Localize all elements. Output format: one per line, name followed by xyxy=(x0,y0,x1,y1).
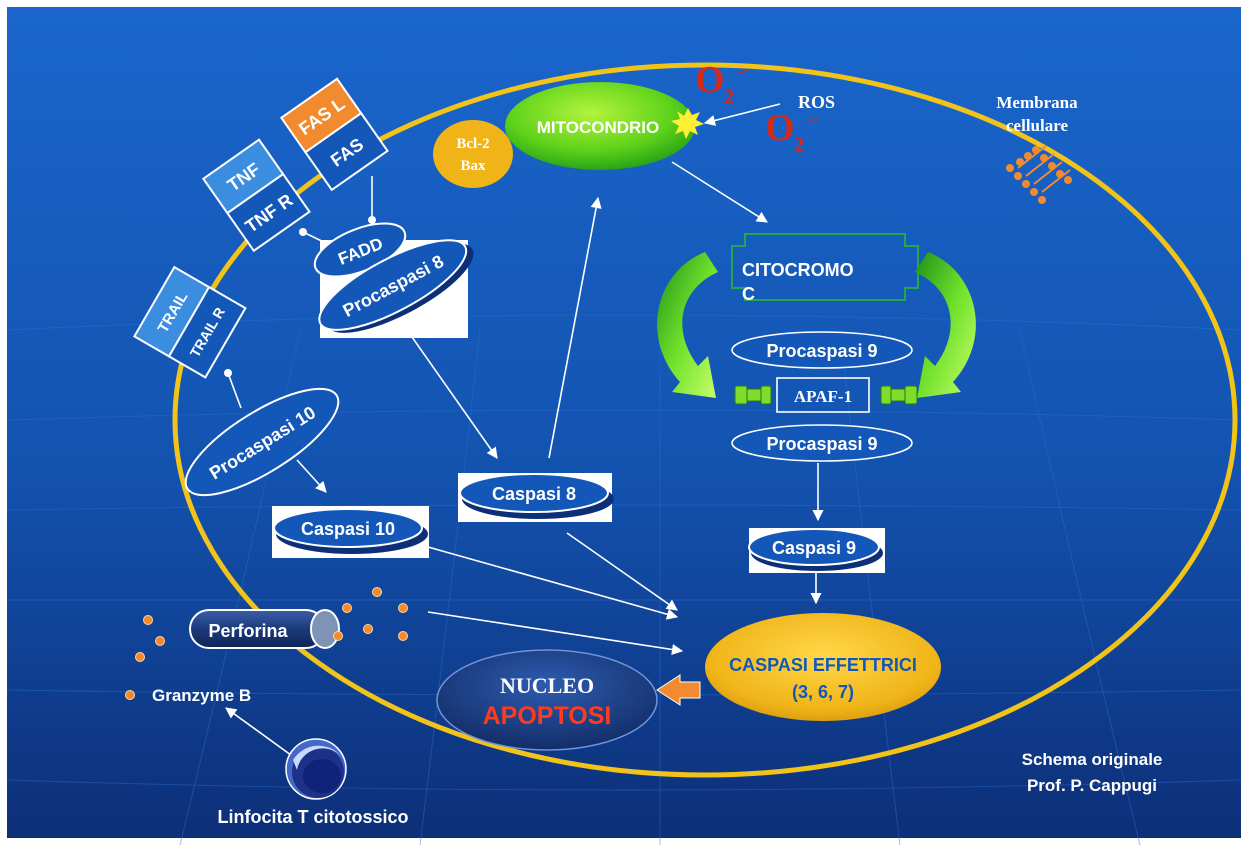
procaspasi-8-oval: Procaspasi 8 xyxy=(318,239,474,333)
effector-label-line2: (3, 6, 7) xyxy=(792,682,854,702)
arrow-ros-to-mito xyxy=(703,103,781,126)
caspasi-8-node: Caspasi 8 xyxy=(458,473,614,522)
effector-to-nucleus-arrow xyxy=(656,674,701,706)
perforin-label: Perforina xyxy=(208,621,288,641)
procaspasi-9-bottom-label: Procaspasi 9 xyxy=(766,434,877,454)
ros-label: ROS xyxy=(798,92,835,112)
bax-label: Bax xyxy=(460,158,486,174)
o2-bottom-symbol: O xyxy=(765,107,795,149)
superoxide-top: O 2 -· xyxy=(695,59,749,108)
arrow-caspasi10-to-effector xyxy=(427,546,679,620)
fas-receptor-group: FAS L FAS xyxy=(279,77,389,192)
fas-receptor-box xyxy=(304,111,389,192)
nucleus-label: NUCLEO xyxy=(500,673,594,698)
apaf1-label: APAF-1 xyxy=(794,387,852,406)
o2-bottom-subscript: 2 xyxy=(794,134,804,156)
arrow-mito-to-citocromo xyxy=(671,161,768,223)
green-curved-arrow-left xyxy=(657,252,718,398)
procaspasi-9-top-label: Procaspasi 9 xyxy=(766,341,877,361)
arrow-linfocita-to-granzyme xyxy=(225,707,296,759)
mitochondrion: MITOCONDRIO xyxy=(505,82,695,170)
arrow-procaspasi8-to-caspasi8 xyxy=(411,336,498,459)
pathway-arrows xyxy=(225,103,824,759)
granzyme-label: Granzyme B xyxy=(152,686,251,705)
citocromo-box: CITOCROMO C xyxy=(731,233,919,304)
caspasi-10-node: Caspasi 10 xyxy=(272,506,429,558)
ros-burst-icon xyxy=(671,108,704,139)
procaspasi-9-top-oval: Procaspasi 9 xyxy=(731,331,913,369)
caspasi-8-label: Caspasi 8 xyxy=(492,484,576,504)
apoptosis-label: APOPTOSI xyxy=(483,702,612,730)
tnf-receptor-group: TNF TNF R xyxy=(201,138,311,253)
mitochondrion-label: MITOCONDRIO xyxy=(537,118,659,137)
t-lymphocyte-icon xyxy=(285,738,347,800)
bcl2-label: Bcl-2 xyxy=(456,136,489,152)
arrow-caspasi8-to-mito xyxy=(548,196,602,459)
caspasi-10-label: Caspasi 10 xyxy=(301,519,395,539)
o2-bottom-superscript: -· xyxy=(808,111,819,128)
membrane-lipid-icon xyxy=(1006,145,1072,204)
effector-label-line1: CASPASI EFFETTRICI xyxy=(729,655,917,675)
arrow-granzyme-to-effector xyxy=(427,611,684,656)
apaf1-connector-left-icon xyxy=(734,385,772,405)
arrow-procaspasi10-to-caspasi10 xyxy=(296,459,327,493)
trail-receptor-group: TRAIL TRAIL R xyxy=(132,265,247,379)
bcl2-bax-node: Bcl-2 Bax xyxy=(433,120,513,188)
perforin-tube: Perforina xyxy=(189,609,340,649)
nucleus-node: NUCLEO APOPTOSI xyxy=(436,649,658,751)
citocromo-label-line1: CITOCROMO xyxy=(742,260,854,280)
o2-top-symbol: O xyxy=(695,59,725,101)
connector-dots xyxy=(224,216,376,377)
apaf1-connector-right-icon xyxy=(880,385,918,405)
o2-top-superscript: -· xyxy=(738,63,749,80)
apaf1-complex: APAF-1 xyxy=(734,377,918,413)
procaspasi-9-bottom-oval: Procaspasi 9 xyxy=(731,424,913,462)
trail-receptor-box xyxy=(167,285,247,379)
citocromo-label-line2: C xyxy=(742,284,755,304)
superoxide-bottom: O 2 -· xyxy=(765,107,819,156)
caspasi-9-label: Caspasi 9 xyxy=(772,538,856,558)
credit-line2: Prof. P. Cappugi xyxy=(1027,776,1157,795)
granzyme-granules xyxy=(125,587,408,700)
membrane-label-line1: Membrana xyxy=(996,93,1078,112)
green-curved-arrow-right xyxy=(915,252,976,398)
credit-line1: Schema originale xyxy=(1022,750,1163,769)
membrane-label-line2: cellulare xyxy=(1006,116,1068,135)
tnf-receptor-box xyxy=(226,172,311,253)
arrow-caspasi8-to-effector xyxy=(566,532,678,611)
cell-membrane xyxy=(172,62,1238,778)
caspasi-9-node: Caspasi 9 xyxy=(748,528,885,573)
o2-top-subscript: 2 xyxy=(724,86,734,108)
linfocita-label: Linfocita T citotossico xyxy=(217,807,408,827)
effector-caspases-node: CASPASI EFFETTRICI (3, 6, 7) xyxy=(705,613,941,721)
